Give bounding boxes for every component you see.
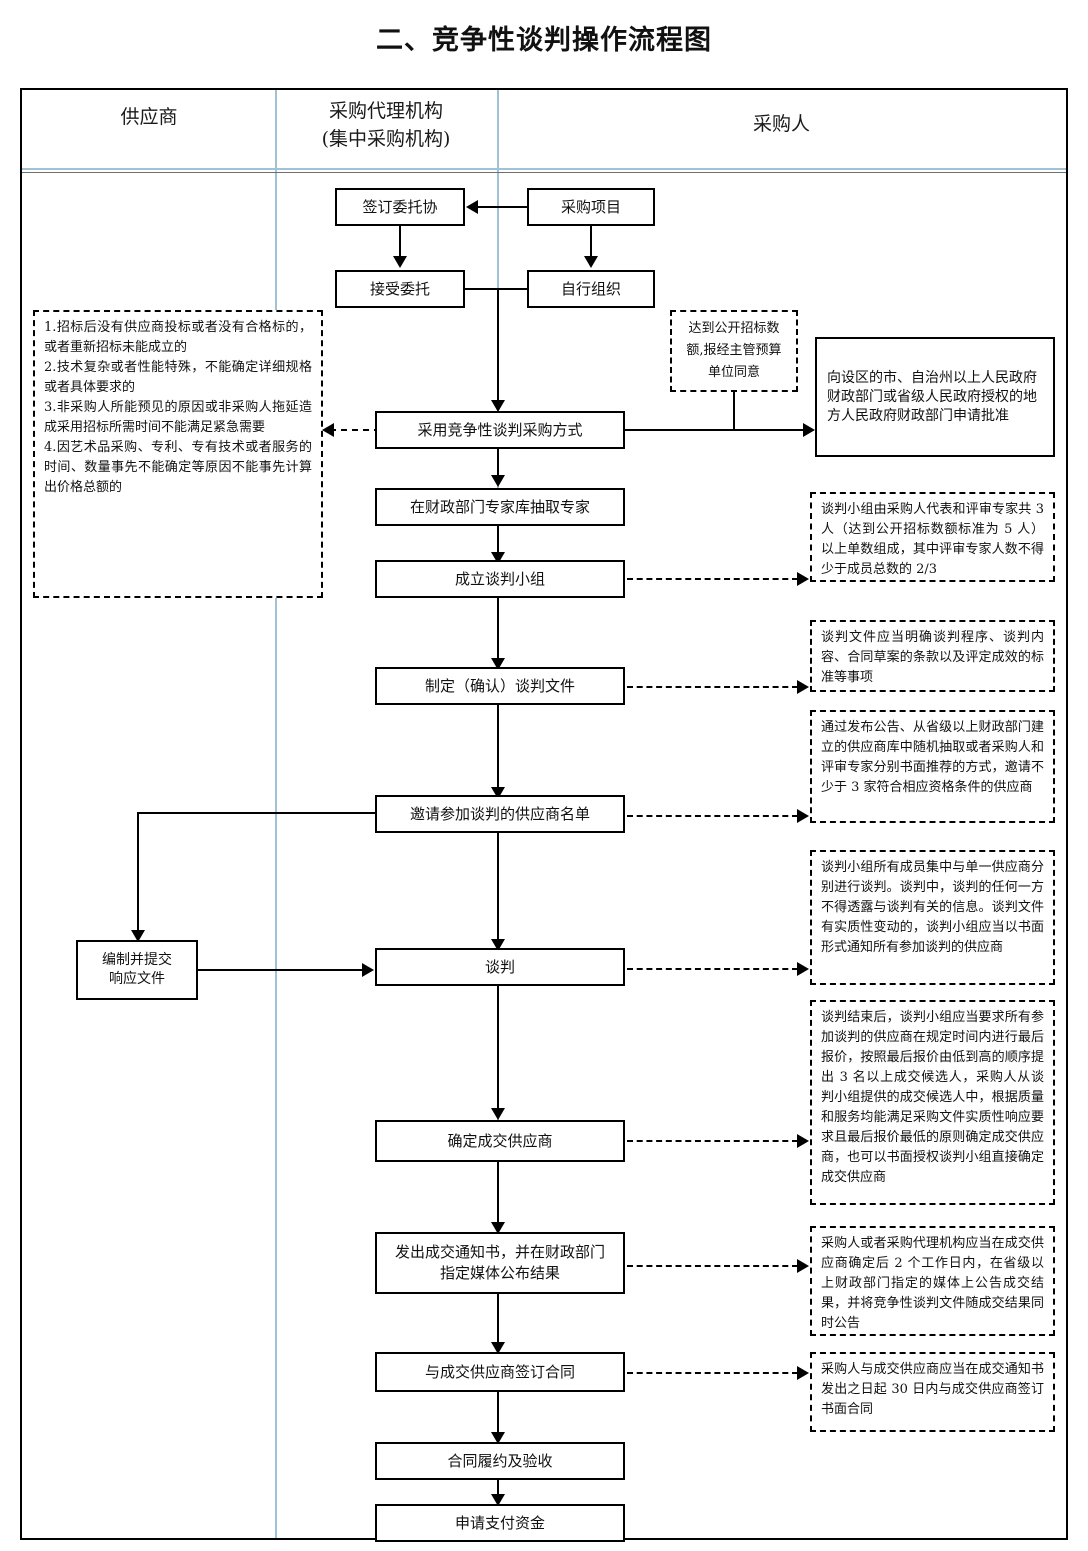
lane-header-rule-shadow: [22, 172, 1066, 173]
arrowhead-determine-to-note: [797, 1134, 809, 1148]
node-issue-notice[interactable]: 发出成交通知书，并在财政部门指定媒体公布结果: [375, 1232, 625, 1294]
note-determine-rules: 谈判结束后，谈判小组应当要求所有参加谈判的供应商在规定时间内进行最后报价，按照最…: [810, 1000, 1055, 1205]
lane-label-purchaser: 采购人: [499, 110, 1064, 138]
arrowhead-invite-to-prepare: [131, 930, 145, 942]
connector-sign-to-accept: [399, 226, 401, 258]
connector-documents-to-note: [627, 686, 798, 688]
note-documents-content: 谈判文件应当明确谈判程序、谈判内容、合同草案的条款以及评定成效的标准等事项: [810, 620, 1055, 692]
node-sign-contract[interactable]: 与成交供应商签订合同: [375, 1352, 625, 1392]
note-conditions: 1.招标后没有供应商投标或者没有合格标的，或者重新招标未能成立的 2.技术复杂或…: [33, 310, 323, 598]
node-apply-approval[interactable]: 向设区的市、自治州以上人民政府财政部门或省级人民政府授权的地方人民政府财政部门申…: [815, 337, 1055, 457]
lane-header-rule: [22, 168, 1066, 170]
arrowhead-documents-to-note: [797, 680, 809, 694]
connector-determine-to-notice: [497, 1162, 499, 1224]
arrowhead-perform-to-payment: [491, 1494, 505, 1506]
node-determine-supplier[interactable]: 确定成交供应商: [375, 1120, 625, 1162]
connector-contract-to-perform: [497, 1392, 499, 1434]
arrowhead-adopt-to-experts: [491, 475, 505, 487]
arrowhead-determine-to-notice: [491, 1222, 505, 1234]
arrowhead-negotiation-to-note: [797, 962, 809, 976]
connector-adopt-to-conditions: [330, 429, 380, 431]
arrowhead-adopt-to-conditions: [322, 423, 334, 437]
connector-threshold-down: [733, 392, 735, 430]
lane-label-agency-text: 采购代理机构: [328, 100, 443, 122]
note-invite-method: 通过发布公告、从省级以上财政部门建立的供应商库中随机抽取或者采购人和评审专家分别…: [810, 710, 1055, 823]
connector-negotiation-to-determine: [497, 986, 499, 1110]
arrowhead-notice-to-note: [797, 1259, 809, 1273]
node-self-organize[interactable]: 自行组织: [527, 270, 655, 308]
node-negotiation[interactable]: 谈判: [375, 948, 625, 986]
node-prepare-response[interactable]: 编制并提交 响应文件: [76, 940, 198, 1000]
connector-perform-to-payment: [497, 1480, 499, 1498]
arrowhead-merge-to-adopt: [491, 400, 505, 412]
connector-merge-vertical: [497, 288, 499, 402]
node-adopt-negotiation[interactable]: 采用竞争性谈判采购方式: [375, 411, 625, 449]
node-procurement-project[interactable]: 采购项目: [527, 188, 655, 226]
node-form-team[interactable]: 成立谈判小组: [375, 560, 625, 598]
connector-notice-to-note: [627, 1265, 798, 1267]
connector-experts-to-team: [497, 526, 499, 554]
arrowhead-contract-to-note: [797, 1366, 809, 1380]
arrowhead-negotiation-to-determine: [491, 1108, 505, 1120]
node-accept-entrust[interactable]: 接受委托: [335, 270, 465, 308]
lane-label-supplier: 供应商: [24, 103, 274, 131]
connector-project-to-sign: [478, 206, 527, 208]
connector-invite-to-prepare-v: [137, 812, 139, 932]
connector-invite-to-note: [627, 815, 798, 817]
note-contract-rules: 采购人与成交供应商应当在成交通知书发出之日起 30 日内与成交供应商签订书面合同: [810, 1352, 1055, 1432]
connector-contract-to-note: [627, 1372, 798, 1374]
lane-label-supplier-text: 供应商: [120, 106, 178, 128]
connector-invite-to-negotiation: [497, 833, 499, 941]
arrowhead-prepare-to-negotiation: [362, 963, 374, 977]
arrowhead-project-to-sign: [466, 200, 478, 214]
node-draw-experts[interactable]: 在财政部门专家库抽取专家: [375, 488, 625, 526]
connector-documents-to-invite: [497, 705, 499, 789]
connector-notice-to-contract: [497, 1294, 499, 1344]
connector-team-to-documents: [497, 598, 499, 660]
lane-label-purchaser-text: 采购人: [752, 113, 810, 135]
arrowhead-notice-to-contract: [491, 1342, 505, 1354]
arrowhead-project-to-self: [584, 256, 598, 268]
node-apply-payment[interactable]: 申请支付资金: [375, 1504, 625, 1542]
note-reach-threshold: 达到公开招标数额,报经主管预算单位同意: [670, 310, 798, 392]
lane-divider-supplier-agency: [275, 90, 277, 1538]
arrowhead-contract-to-perform: [491, 1432, 505, 1444]
connector-determine-to-note: [627, 1140, 798, 1142]
arrowhead-team-to-note: [797, 572, 809, 586]
node-invite-list[interactable]: 邀请参加谈判的供应商名单: [375, 795, 625, 833]
connector-invite-to-prepare-h: [137, 812, 375, 814]
lane-label-agency: 采购代理机构 (集中采购机构): [277, 97, 495, 153]
arrowhead-invite-to-note: [797, 809, 809, 823]
connector-adopt-to-experts: [497, 449, 499, 477]
page-title: 二、竞争性谈判操作流程图: [376, 25, 712, 56]
connector-merge-horizontal: [465, 288, 527, 290]
connector-negotiation-to-note: [627, 968, 798, 970]
connector-prepare-to-negotiation: [198, 969, 363, 971]
arrowhead-sign-to-accept: [393, 256, 407, 268]
note-negotiation-rules: 谈判小组所有成员集中与单一供应商分别进行谈判。谈判中，谈判的任何一方不得透露与谈…: [810, 850, 1055, 985]
node-prepare-response-label: 编制并提交 响应文件: [102, 952, 172, 987]
node-contract-perform[interactable]: 合同履约及验收: [375, 1442, 625, 1480]
connector-team-to-note: [627, 578, 798, 580]
note-announce-rules: 采购人或者采购代理机构应当在成交供应商确定后 2 个工作日内，在省级以上财政部门…: [810, 1226, 1055, 1336]
note-team-composition: 谈判小组由采购人代表和评审专家共 3 人（达到公开招标数额标准为 5 人）以上单…: [810, 492, 1055, 582]
node-make-documents[interactable]: 制定（确认）谈判文件: [375, 667, 625, 705]
connector-adopt-to-approval: [624, 429, 804, 431]
connector-project-to-self: [590, 226, 592, 258]
lane-label-agency-subtext: (集中采购机构): [321, 128, 451, 150]
arrowhead-adopt-to-approval: [803, 423, 815, 437]
node-sign-entrust[interactable]: 签订委托协: [335, 188, 465, 226]
